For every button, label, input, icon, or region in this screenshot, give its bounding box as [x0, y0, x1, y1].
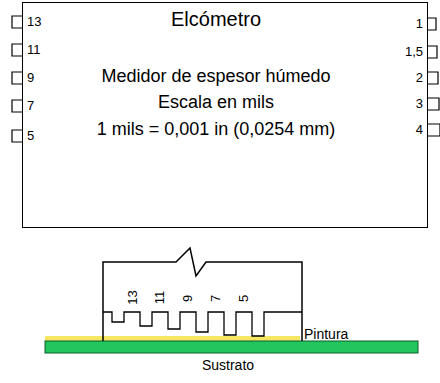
- scale-number: 1: [416, 17, 423, 30]
- scale-number: 2: [416, 71, 423, 84]
- tooth-number: 11: [154, 290, 167, 304]
- gauge-tooth: [12, 130, 22, 142]
- gauge-card: ElcómetroMedidor de espesor húmedoEscala…: [22, 2, 428, 228]
- scale-number: 4: [416, 123, 423, 136]
- scale-number: 7: [27, 99, 34, 112]
- scale-number: 11: [27, 43, 41, 56]
- gauge-tooth: [12, 72, 22, 84]
- paint-layer: [45, 336, 300, 341]
- gauge-tooth: [428, 124, 440, 136]
- gauge-tooth: [428, 18, 436, 30]
- gauge-description: Medidor de espesor húmedo: [101, 67, 330, 85]
- substrate-bar: [45, 341, 418, 353]
- gauge-title: Elcómetro: [171, 9, 261, 29]
- tooth-number: 5: [237, 294, 250, 301]
- paint-label: Pintura: [304, 327, 348, 341]
- gauge-tooth: [12, 44, 22, 56]
- scale-number: 3: [416, 97, 423, 110]
- tooth-number: 9: [181, 294, 194, 301]
- scale-number: 13: [27, 15, 41, 28]
- scale-number: 1,5: [405, 45, 423, 58]
- gauge-tooth: [12, 100, 22, 112]
- substrate-label: Sustrato: [202, 358, 254, 372]
- gauge-description: 1 mils = 0,001 in (0,0254 mm): [97, 120, 336, 138]
- tooth-number: 7: [209, 294, 222, 301]
- gauge-description: Escala en mils: [158, 93, 274, 111]
- scale-number: 5: [27, 129, 34, 142]
- tooth-number: 13: [126, 290, 139, 304]
- scale-number: 9: [27, 71, 34, 84]
- gauge-tooth: [428, 98, 439, 110]
- gauge-tooth: [12, 16, 22, 28]
- comb-teeth: [103, 312, 302, 336]
- gauge-tooth: [428, 72, 438, 84]
- gauge-side-view: [103, 248, 302, 341]
- gauge-tooth: [428, 46, 437, 58]
